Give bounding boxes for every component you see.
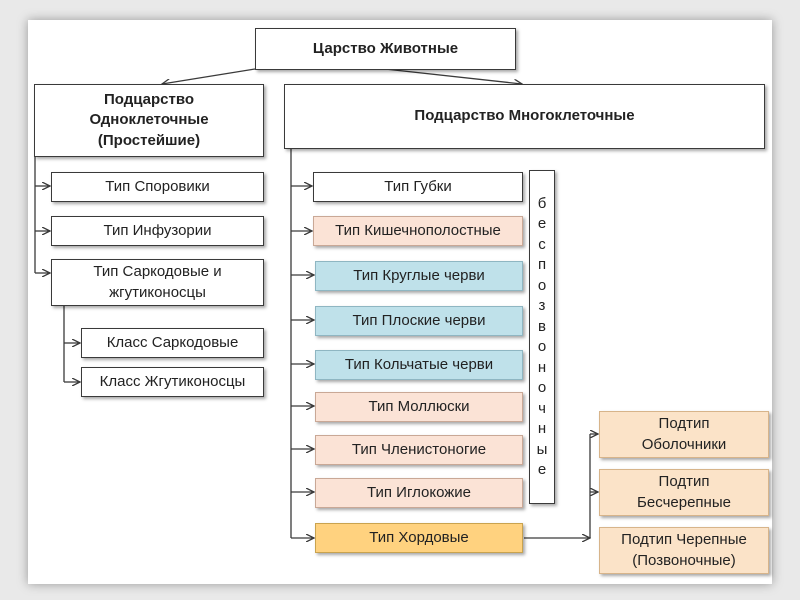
invertebrates-letter: ч	[538, 399, 546, 417]
type-flatworms-box: Тип Плоские черви	[315, 306, 523, 336]
type-sarcodina-line2: жгутиконосцы	[109, 283, 206, 301]
type-sponges-label: Тип Губки	[384, 177, 452, 195]
subtype-cephalochordata-line1: Подтип	[658, 473, 710, 491]
invertebrates-letter: в	[538, 317, 546, 335]
invertebrates-letter: б	[537, 194, 547, 212]
class-sarcodina-box: Класс Саркодовые	[81, 328, 264, 358]
invertebrates-letter: н	[537, 420, 547, 437]
invertebrates-letter: о	[537, 276, 547, 294]
invertebrates-letter: с	[538, 235, 546, 253]
subtype-tunicata-box: Подтип Оболочники	[599, 411, 769, 458]
multicellular-title: Подцарство Многоклеточные	[414, 107, 635, 125]
kingdom-box: Царство Животные	[255, 28, 516, 70]
type-ciliates-box: Тип Инфузории	[51, 216, 264, 246]
type-flatworms-label: Тип Плоские черви	[352, 311, 486, 329]
subtype-cephalochordata-line2: Бесчерепные	[637, 493, 731, 511]
type-arthropods-box: Тип Членистоногие	[315, 435, 523, 465]
kingdom-to-unicellular-arrow	[162, 68, 256, 84]
type-sarcodina-box: Тип Саркодовые и жгутиконосцы	[51, 259, 264, 306]
class-flagellates-box: Класс Жгутиконосцы	[81, 367, 264, 397]
type-annelids-box: Тип Кольчатые черви	[315, 350, 523, 380]
type-roundworms-box: Тип Круглые черви	[315, 261, 523, 291]
type-mollusks-box: Тип Моллюски	[315, 392, 523, 422]
invertebrates-letter: о	[537, 338, 547, 355]
class-flagellates-label: Класс Жгутиконосцы	[99, 372, 246, 390]
subtype-tunicata-line1: Подтип	[658, 415, 710, 433]
unicellular-subkingdom-box: Подцарство Одноклеточные (Простейшие)	[34, 84, 264, 157]
type-chordata-box: Тип Хордовые	[315, 523, 523, 553]
invertebrates-letter: п	[537, 256, 547, 273]
type-annelids-label: Тип Кольчатые черви	[344, 355, 494, 373]
invertebrates-letter: о	[537, 379, 547, 396]
type-chordata-label: Тип Хордовые	[369, 528, 469, 546]
subtype-cephalochordata-box: Подтип Бесчерепные	[599, 469, 769, 516]
unicellular-title-line1: Подцарство	[103, 91, 195, 109]
subtype-craniata-line1: Подтип Черепные	[621, 531, 747, 549]
invertebrates-letter: е	[537, 461, 547, 478]
kingdom-to-multicellular-arrow	[384, 68, 522, 84]
type-arthropods-label: Тип Членистоногие	[351, 440, 487, 458]
kingdom-label: Царство Животные	[312, 39, 459, 57]
multicellular-subkingdom-box: Подцарство Многоклеточные	[284, 84, 765, 149]
invertebrates-letter: н	[537, 358, 547, 376]
type-echinoderms-box: Тип Иглокожие	[315, 478, 523, 508]
type-sarcodina-line1: Тип Саркодовые и	[93, 263, 222, 281]
unicellular-title-line2: Одноклеточные	[89, 111, 209, 129]
type-sporozoa-label: Тип Споровики	[105, 177, 210, 195]
type-mollusks-label: Тип Моллюски	[368, 397, 470, 415]
type-sporozoa-box: Тип Споровики	[51, 172, 264, 202]
subtype-tunicata-line2: Оболочники	[641, 435, 727, 453]
invertebrates-letter: з	[538, 297, 546, 314]
subtype-craniata-box: Подтип Черепные (Позвоночные)	[599, 527, 769, 574]
type-roundworms-label: Тип Круглые черви	[353, 266, 485, 284]
unicellular-title-line3: (Простейшие)	[97, 131, 201, 149]
type-coelenterates-label: Тип Кишечнополостные	[335, 221, 501, 239]
subtype-craniata-line2: (Позвоночные)	[632, 551, 736, 569]
class-sarcodina-label: Класс Саркодовые	[106, 333, 239, 351]
type-sponges-box: Тип Губки	[313, 172, 523, 202]
invertebrates-letter: е	[537, 215, 547, 232]
type-ciliates-label: Тип Инфузории	[103, 221, 212, 239]
invertebrates-letter: ы	[536, 440, 548, 458]
type-echinoderms-label: Тип Иглокожие	[366, 483, 472, 501]
type-coelenterates-box: Тип Кишечнополостные	[313, 216, 523, 246]
